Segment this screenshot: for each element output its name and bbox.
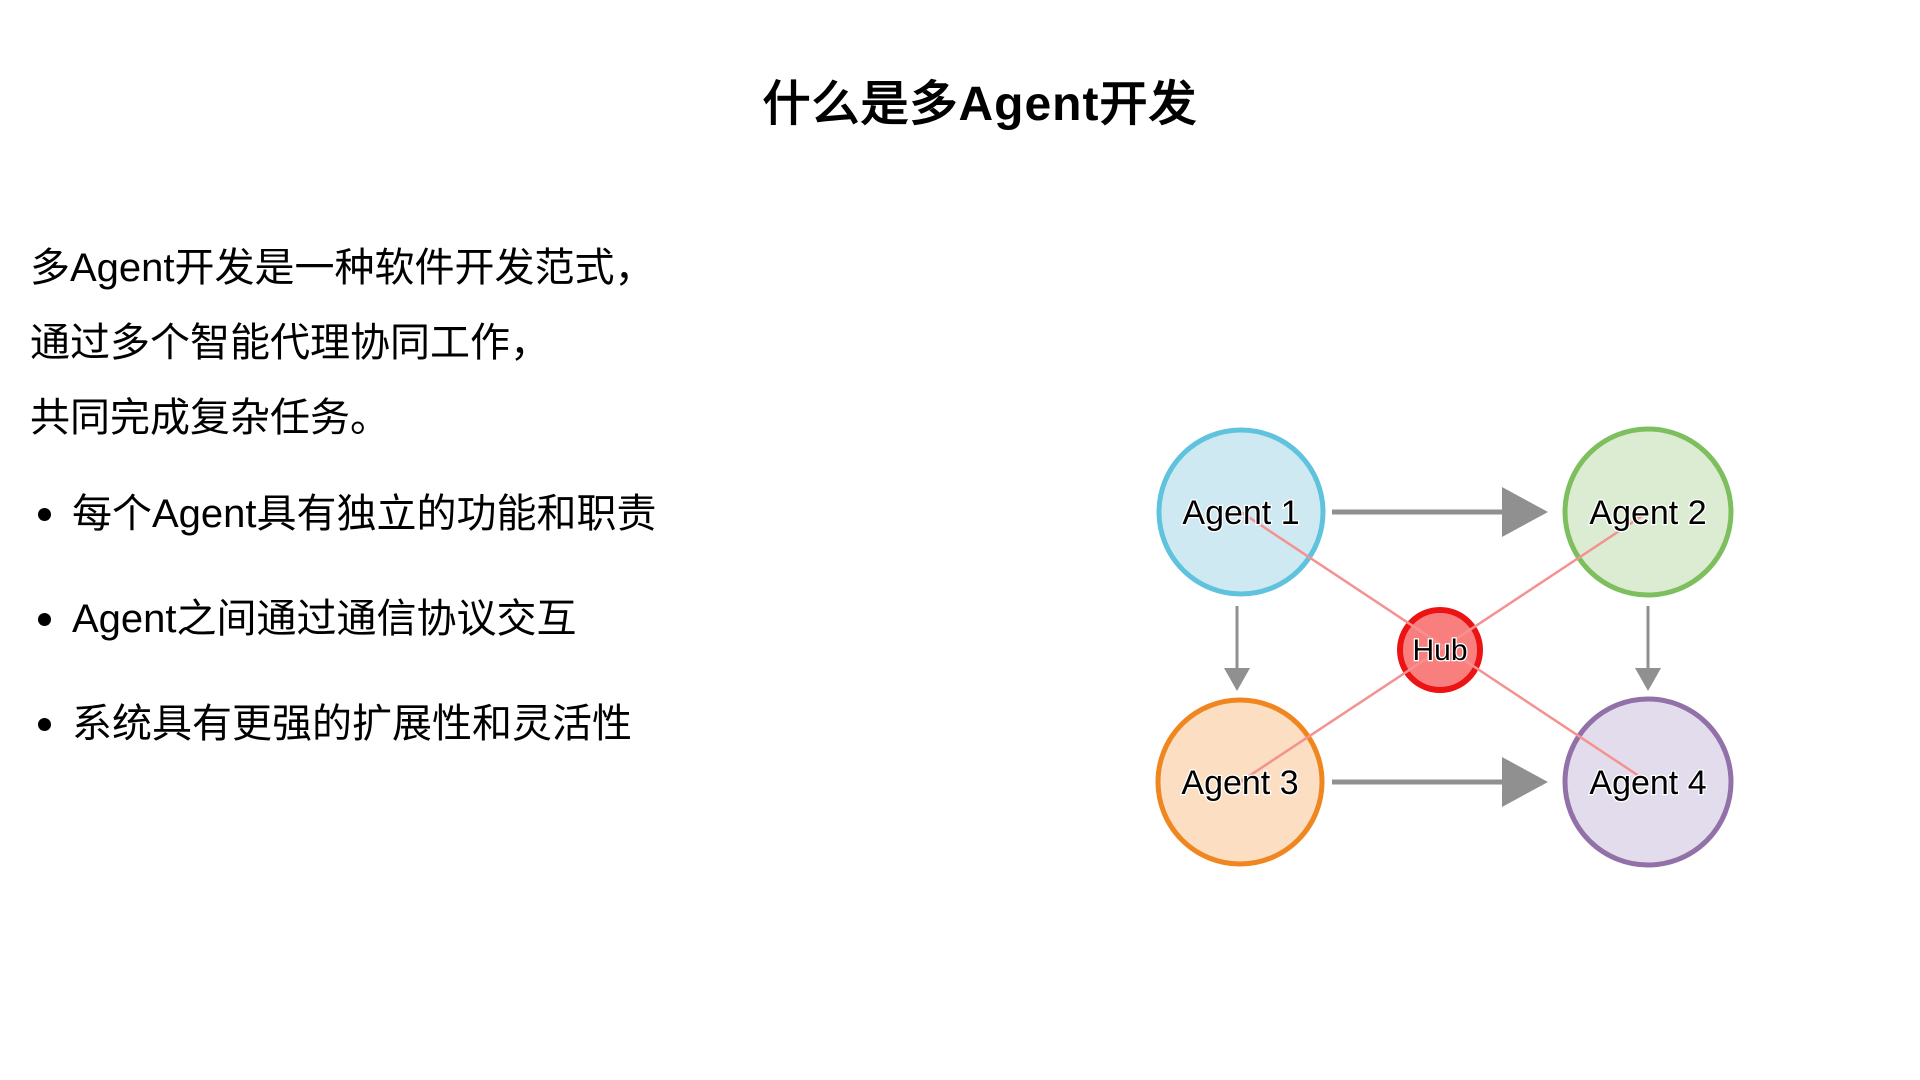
link-agent2-agent3 [1239,510,1649,784]
agent4-label: Agent 4 [1589,764,1706,802]
arrowhead-agent2-agent4-icon [1635,668,1661,691]
bullet-icon [38,508,51,521]
bullet-icon [38,613,51,626]
agent1-label: Agent 1 [1182,494,1299,532]
list-item: Agent之间通过通信协议交互 [38,582,657,657]
hub-label: Hub [1412,634,1467,667]
list-item: 每个Agent具有独立的功能和职责 [38,477,657,552]
description-paragraph: 多Agent开发是一种软件开发范式， 通过多个智能代理协同工作， 共同完成复杂任务。 [30,231,655,456]
bullet-text: Agent之间通过通信协议交互 [72,597,577,641]
arrowhead-agent1-agent2-icon [1502,487,1548,537]
page-title: 什么是多Agent开发 [762,78,1198,131]
bullet-text: 系统具有更强的扩展性和灵活性 [72,702,632,746]
bullet-list: 每个Agent具有独立的功能和职责 Agent之间通过通信协议交互 系统具有更强… [38,477,657,792]
description-line-1: 多Agent开发是一种软件开发范式， [30,246,655,290]
list-item: 系统具有更强的扩展性和灵活性 [38,687,657,762]
arrowhead-agent1-agent3-icon [1224,668,1250,691]
agent3-label: Agent 3 [1181,764,1298,802]
agent2-label: Agent 2 [1589,494,1706,532]
bullet-text: 每个Agent具有独立的功能和职责 [72,492,657,536]
arrowhead-agent3-agent4-icon [1502,757,1548,807]
description-line-3: 共同完成复杂任务。 [30,396,390,440]
description-line-2: 通过多个智能代理协同工作， [30,321,550,365]
bullet-icon [38,718,51,731]
